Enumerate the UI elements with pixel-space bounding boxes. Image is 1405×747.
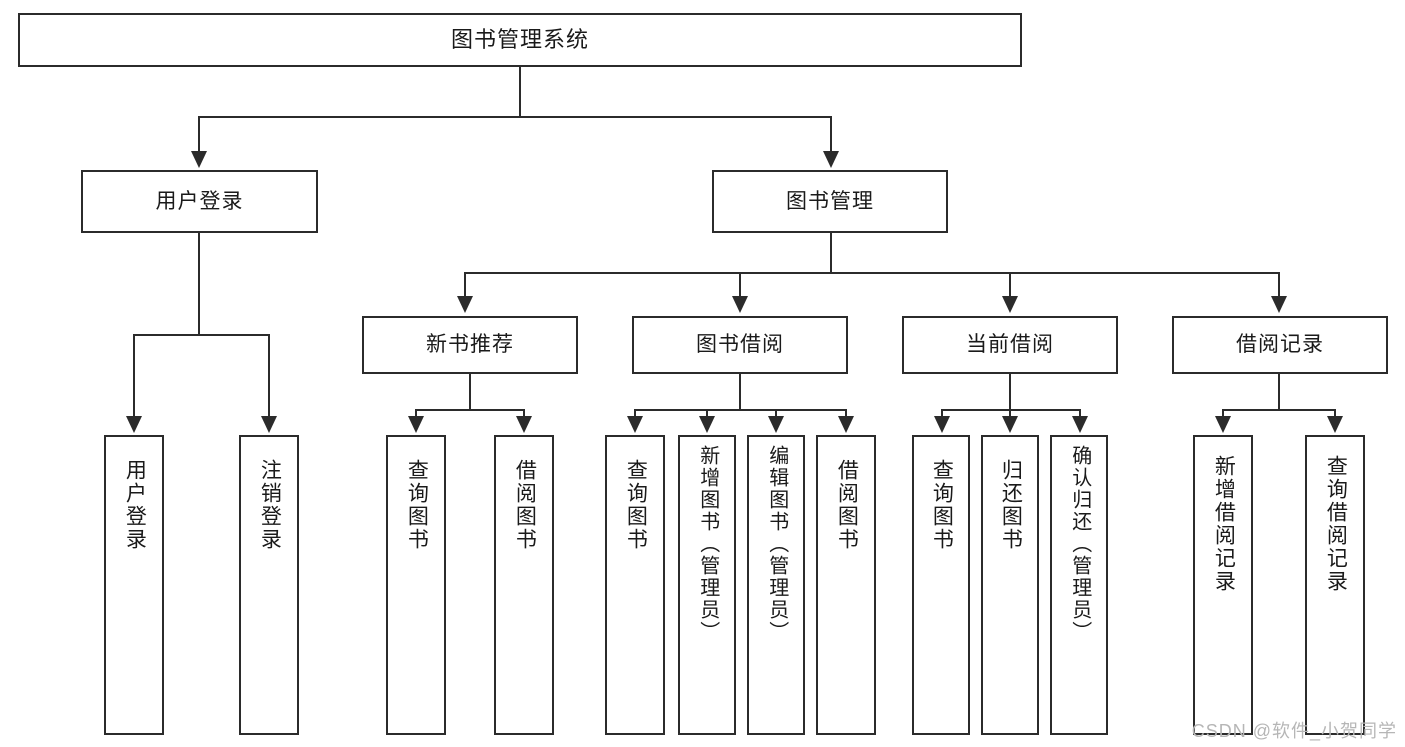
edge-bb-to-leaf-1 (634, 409, 636, 419)
node-book-management[interactable]: 图书管理 (712, 170, 948, 233)
edge-cb-bar (941, 409, 1081, 411)
edge-bb-bar (634, 409, 846, 411)
arrow-to-current-borrow (1002, 296, 1018, 313)
edge-book-manage-bar (464, 272, 1280, 274)
leaf-label: 借阅图书 (513, 459, 537, 551)
leaf-user-login[interactable]: 用户登录 (104, 435, 164, 735)
edge-bb-to-leaf-4 (845, 409, 847, 419)
leaf-label: 注销登录 (258, 459, 282, 551)
arrow-to-book-manage (823, 151, 839, 168)
edge-cb-to-leaf-1 (941, 409, 943, 419)
node-label: 图书管理系统 (450, 26, 589, 52)
edge-root-stem (519, 67, 521, 117)
arrow-to-borrow-record (1271, 296, 1287, 313)
arrow-to-leaf-logout (261, 416, 277, 433)
leaf-nbr-borrow-book[interactable]: 借阅图书 (494, 435, 554, 735)
edge-book-manage-stem (830, 233, 832, 273)
node-label: 图书借阅 (696, 333, 784, 357)
edge-bm-to-book-borrow (739, 272, 741, 298)
node-label: 借阅记录 (1236, 333, 1324, 357)
edge-nbr-to-leaf-1 (415, 409, 417, 419)
arrow-to-leaf-borrow-book-1 (516, 416, 532, 433)
node-borrow-record[interactable]: 借阅记录 (1172, 316, 1388, 374)
edge-bb-to-leaf-3 (775, 409, 777, 419)
arrow-to-leaf-confirm-return (1072, 416, 1088, 433)
leaf-label: 查询借阅记录 (1324, 455, 1348, 593)
leaf-label: 归还图书 (999, 459, 1023, 551)
edge-root-bar (198, 116, 832, 118)
edge-root-to-book-manage (830, 116, 832, 154)
edge-nbr-bar (415, 409, 525, 411)
leaf-label: 用户登录 (123, 459, 147, 551)
leaf-bb-edit-book-admin[interactable]: 编辑图书（管理员） (747, 435, 805, 735)
leaf-cb-confirm-return-admin[interactable]: 确认归还（管理员） (1050, 435, 1108, 735)
node-current-borrow[interactable]: 当前借阅 (902, 316, 1118, 374)
edge-bm-to-new-book (464, 272, 466, 298)
edge-user-login-bar (133, 334, 269, 336)
leaf-cb-query-book[interactable]: 查询图书 (912, 435, 970, 735)
leaf-nbr-query-book[interactable]: 查询图书 (386, 435, 446, 735)
node-user-login[interactable]: 用户登录 (81, 170, 318, 233)
leaf-logout[interactable]: 注销登录 (239, 435, 299, 735)
edge-root-to-user-login (198, 116, 200, 154)
leaf-label: 新增借阅记录 (1212, 455, 1236, 593)
node-root-system[interactable]: 图书管理系统 (18, 13, 1022, 67)
edge-bb-stem (739, 374, 741, 410)
leaf-label: 新增图书（管理员） (696, 445, 719, 643)
arrow-to-leaf-user-login (126, 416, 142, 433)
edge-bm-to-borrow-record (1278, 272, 1280, 298)
leaf-bb-borrow-book[interactable]: 借阅图书 (816, 435, 876, 735)
leaf-cb-return-book[interactable]: 归还图书 (981, 435, 1039, 735)
arrow-to-leaf-add-book (699, 416, 715, 433)
arrow-to-leaf-add-record (1215, 416, 1231, 433)
edge-cb-to-leaf-2 (1009, 409, 1011, 419)
edge-br-to-leaf-1 (1222, 409, 1224, 419)
node-new-book-recommend[interactable]: 新书推荐 (362, 316, 578, 374)
arrow-to-leaf-edit-book (768, 416, 784, 433)
node-book-borrow[interactable]: 图书借阅 (632, 316, 848, 374)
arrow-to-leaf-query-book-3 (934, 416, 950, 433)
edge-cb-to-leaf-3 (1079, 409, 1081, 419)
edge-nbr-stem (469, 374, 471, 410)
arrow-to-leaf-return-book (1002, 416, 1018, 433)
node-label: 用户登录 (155, 189, 244, 213)
leaf-br-add-record[interactable]: 新增借阅记录 (1193, 435, 1253, 735)
leaf-label: 查询图书 (624, 459, 648, 551)
node-label: 图书管理 (786, 189, 874, 213)
arrow-to-user-login (191, 151, 207, 168)
edge-user-login-stem (198, 233, 200, 335)
leaf-label: 查询图书 (930, 459, 954, 551)
leaf-label: 查询图书 (405, 459, 429, 551)
edge-user-login-to-leaf-1 (133, 334, 135, 418)
edge-bb-to-leaf-2 (706, 409, 708, 419)
leaf-bb-query-book[interactable]: 查询图书 (605, 435, 665, 735)
leaf-bb-add-book-admin[interactable]: 新增图书（管理员） (678, 435, 736, 735)
node-label: 新书推荐 (426, 333, 514, 357)
edge-br-bar (1222, 409, 1336, 411)
edge-user-login-to-leaf-2 (268, 334, 270, 418)
edge-nbr-to-leaf-2 (523, 409, 525, 419)
leaf-label: 借阅图书 (835, 459, 859, 551)
edge-bm-to-current-borrow (1009, 272, 1011, 298)
edge-br-stem (1278, 374, 1280, 410)
arrow-to-leaf-query-record (1327, 416, 1343, 433)
arrow-to-leaf-query-book-1 (408, 416, 424, 433)
node-label: 当前借阅 (966, 333, 1054, 357)
leaf-label: 确认归还（管理员） (1068, 445, 1091, 643)
arrow-to-new-book-recommend (457, 296, 473, 313)
leaf-br-query-record[interactable]: 查询借阅记录 (1305, 435, 1365, 735)
arrow-to-book-borrow (732, 296, 748, 313)
edge-br-to-leaf-2 (1334, 409, 1336, 419)
arrow-to-leaf-query-book-2 (627, 416, 643, 433)
edge-cb-stem (1009, 374, 1011, 410)
arrow-to-leaf-borrow-book-2 (838, 416, 854, 433)
leaf-label: 编辑图书（管理员） (765, 445, 788, 643)
